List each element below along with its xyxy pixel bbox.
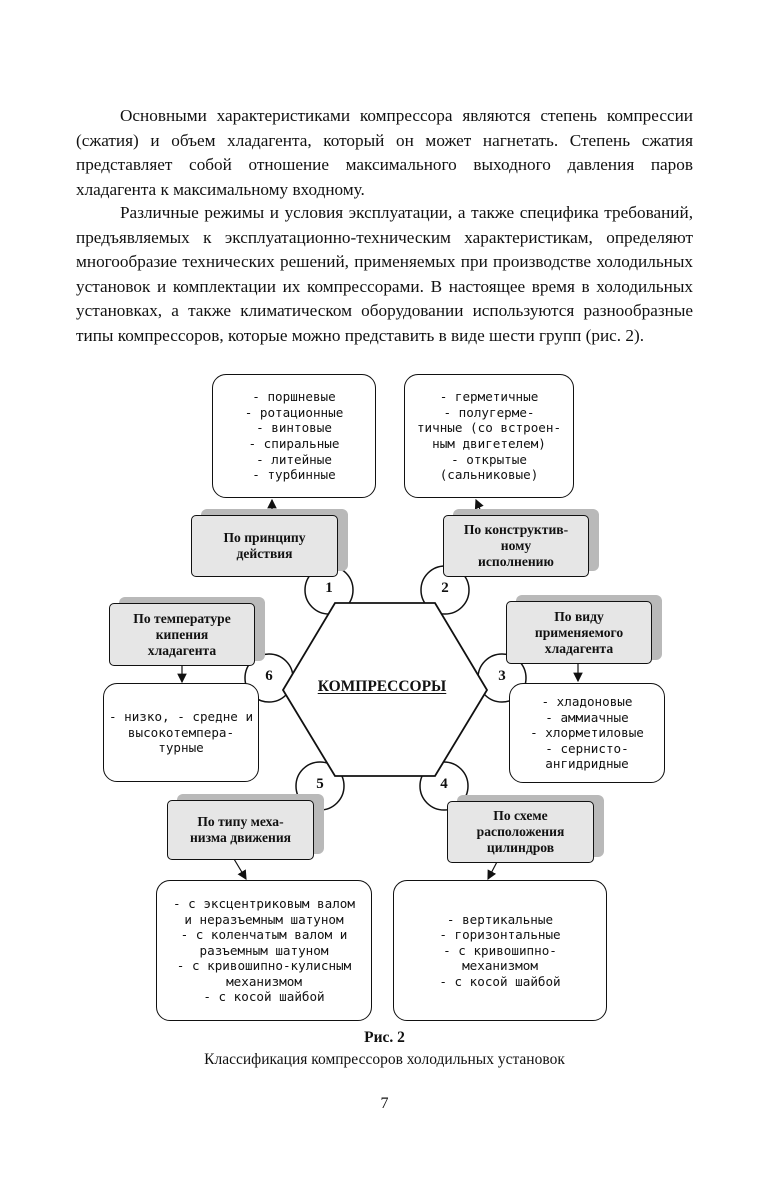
detail-6-item: турные [158, 740, 204, 756]
detail-box-2: - герметичные - полугерме- тичные (со вс… [404, 374, 574, 498]
category-4-line: По схеме [493, 808, 548, 823]
detail-3-item: - хладоновые [541, 694, 633, 710]
detail-6-item: - низко, - средне и [108, 709, 254, 725]
category-1-line: По принципу [223, 530, 306, 545]
category-box-4: По схеме расположения цилиндров [447, 801, 594, 863]
category-2-line: По конструктив- [463, 522, 569, 537]
category-box-6: По температуре кипения хладагента [109, 603, 255, 666]
detail-1-item: - ротационные [244, 404, 344, 420]
detail-3-item: - хлорметиловые [530, 725, 644, 741]
category-3-line: применяемого [534, 624, 624, 640]
detail-4-item: - вертикальные [446, 911, 554, 927]
detail-3-item: ангидридные [545, 756, 629, 772]
detail-4-item: - с косой шайбой [439, 973, 561, 989]
number-label-4: 4 [440, 776, 448, 792]
number-label-5: 5 [316, 776, 324, 792]
page-number: 7 [380, 1095, 389, 1112]
number-label-6: 6 [265, 668, 273, 684]
center-hexagon [281, 602, 489, 777]
number-label-3: 3 [498, 668, 506, 684]
detail-3-item: - сернисто- [545, 740, 629, 756]
detail-2-item: - открытые [451, 451, 527, 467]
detail-1-item: - литейные [256, 451, 332, 467]
category-6-line: По температуре [133, 610, 231, 626]
center-label: КОМПРЕССОРЫ [317, 678, 447, 695]
category-box-2: По конструктив- ному исполнению [443, 515, 589, 577]
category-6-line: хладагента [147, 642, 217, 658]
category-4-line: расположения [476, 824, 565, 839]
detail-5-item: - с коленчатым валом и [180, 927, 348, 943]
category-5-line: низма движения [189, 830, 292, 845]
detail-6-item: высокотемпера- [127, 724, 235, 740]
detail-2-item: ным двигетелем) [432, 436, 546, 451]
detail-5-item: - с косой шайбой [203, 989, 325, 1005]
number-label-1: 1 [325, 580, 333, 596]
detail-4-item: - горизонтальные [439, 927, 561, 943]
detail-5-item: и неразъемным шатуном [184, 911, 344, 927]
detail-box-4: - вертикальные - горизонтальные - с крив… [393, 880, 607, 1021]
detail-box-1: - поршневые - ротационные - винтовые - с… [212, 374, 376, 498]
detail-1-item: - винтовые [256, 420, 332, 436]
figure-caption-title: Рис. 2 [364, 1029, 405, 1046]
detail-4-item: - с кривошипно- [443, 942, 557, 958]
detail-2-item: - полугерме- [443, 404, 535, 420]
detail-box-5: - с эксцентриковым валом и неразъемным ш… [156, 880, 372, 1021]
detail-2-item: (сальниковые) [439, 467, 539, 483]
category-4-line: цилиндров [486, 840, 555, 855]
arrow-5 [233, 858, 247, 881]
category-6-line: кипения [155, 626, 209, 642]
detail-2-item: тичные (со встроен- [416, 420, 562, 436]
detail-2-item: - герметичные [439, 389, 539, 405]
detail-3-item: - аммиачные [545, 709, 629, 725]
arrow-4 [487, 859, 499, 881]
detail-box-3: - хладоновые - аммиачные - хлорметиловые… [509, 683, 665, 783]
detail-5-item: механизмом [226, 973, 302, 989]
category-box-3: По виду применяемого хладагента [506, 601, 652, 664]
paragraph-1: Основными характеристиками компрессора я… [76, 106, 693, 199]
category-1-line: действия [236, 546, 293, 561]
detail-1-item: - поршневые [252, 389, 336, 405]
category-5-line: По типу меха- [197, 814, 284, 829]
category-box-1: По принципу действия [191, 515, 338, 577]
figure-caption-text: Классификация компрессоров холодильных у… [204, 1051, 565, 1068]
detail-1-item: - спиральные [248, 436, 340, 451]
detail-5-item: разъемным шатуном [199, 942, 329, 958]
detail-4-item: механизмом [462, 958, 538, 974]
detail-1-item: - турбинные [252, 467, 336, 483]
detail-box-6: - низко, - средне и высокотемпера- турны… [103, 683, 259, 782]
paragraph-2: Различные режимы и условия эксплуатации,… [76, 203, 693, 345]
category-2-line: ному [500, 538, 532, 553]
detail-5-item: - с кривошипно-кулисным [176, 958, 352, 974]
number-label-2: 2 [441, 580, 449, 596]
category-3-line: По виду [554, 608, 604, 624]
category-2-line: исполнению [478, 554, 554, 569]
category-3-line: хладагента [544, 640, 614, 656]
detail-5-item: - с эксцентриковым валом [173, 895, 355, 911]
category-box-5: По типу меха- низма движения [167, 800, 314, 860]
